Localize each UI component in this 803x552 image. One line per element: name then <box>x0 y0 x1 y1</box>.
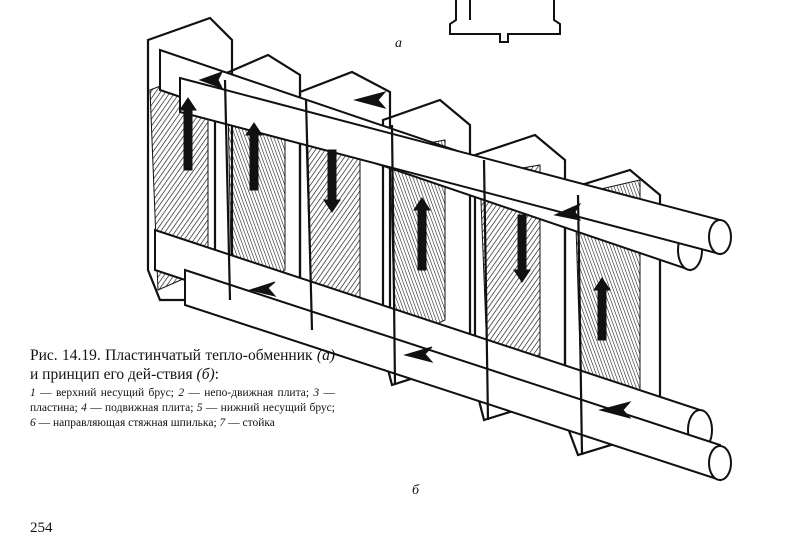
caption-legend: 1 — верхний несущий брус; 2 — непо-движн… <box>30 386 335 431</box>
legend-num: 6 <box>30 417 36 429</box>
legend-text: — подвижная плита; <box>86 402 197 414</box>
legend-num: 7 <box>219 417 226 429</box>
caption-title-mid: и принцип его дей-ствия <box>30 366 197 383</box>
caption-title-b: (б) <box>196 366 215 383</box>
caption-title-suffix: : <box>214 366 219 383</box>
legend-num: 5 <box>196 402 203 414</box>
figure-label-a: а <box>395 36 402 51</box>
legend-num: 2 <box>178 387 185 399</box>
caption-title: Рис. 14.19. Пластинчатый тепло-обменник … <box>30 346 335 384</box>
figure-caption: Рис. 14.19. Пластинчатый тепло-обменник … <box>30 346 335 431</box>
legend-text: — стойка <box>225 417 275 429</box>
stand-fragment <box>449 0 561 43</box>
legend-text: — пластина; <box>30 387 336 414</box>
legend-num: 3 <box>313 387 320 399</box>
legend-num: 4 <box>81 402 87 414</box>
caption-title-a: (а) <box>316 347 335 364</box>
caption-title-prefix: Рис. 14.19. Пластинчатый тепло-обменник <box>30 347 317 364</box>
legend-text: — нижний несущий брус; <box>202 402 335 414</box>
flow-arrows <box>179 71 632 419</box>
page-number: 254 <box>30 520 53 536</box>
legend-num: 1 <box>30 387 36 399</box>
legend-text: — направляющая стяжная шпилька; <box>35 417 220 429</box>
figure-label-b: б <box>412 483 420 498</box>
legend-text: — верхний несущий брус; <box>35 387 179 399</box>
plate-frame-rings <box>223 79 584 456</box>
legend-text: — непо-движная плита; <box>184 387 314 399</box>
tube-bars <box>154 48 732 482</box>
